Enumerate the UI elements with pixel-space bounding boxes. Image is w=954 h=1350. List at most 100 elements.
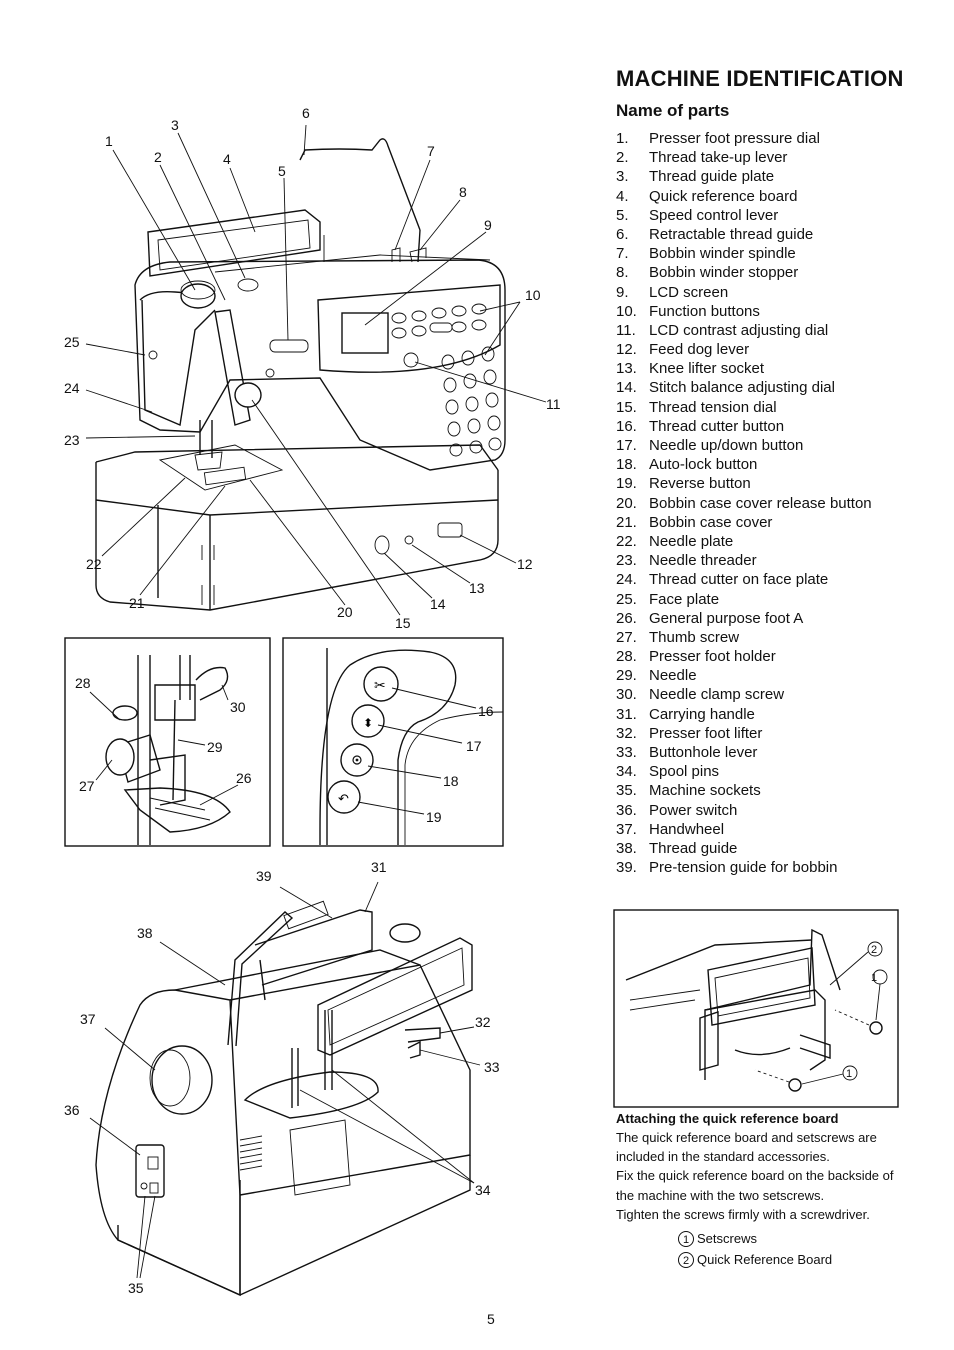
part-number: 15. (616, 398, 637, 416)
part-name: LCD contrast adjusting dial (649, 321, 829, 339)
part-number: 26. (616, 609, 637, 627)
part-item: 2.Thread take-up lever (616, 148, 872, 167)
part-name: Reverse button (649, 475, 751, 493)
note-line: Tighten the screws firmly with a screwdr… (616, 1206, 870, 1222)
part-name: LCD screen (649, 283, 729, 301)
part-item: 38. Thread guide (616, 839, 872, 858)
part-number: 9. (616, 283, 629, 301)
part-number: 14. (616, 379, 637, 397)
part-number: 20. (616, 494, 637, 512)
part-number: 29. (616, 667, 637, 685)
part-number: 24. (616, 571, 637, 589)
part-name: Thread tension dial (649, 398, 777, 416)
part-item: 8.Bobbin winder stopper (616, 263, 872, 282)
callout-2: 2 (154, 149, 162, 165)
legend-number: 1 (678, 1230, 694, 1247)
part-item: 29.Needle (616, 666, 872, 685)
part-item: 36. Power switch (616, 801, 872, 820)
callout-35: 35 (128, 1280, 144, 1296)
part-item: 31.Carrying handle (616, 705, 872, 724)
part-item: 4.Quick reference board (616, 187, 872, 206)
part-item: 32. Presser foot lifter (616, 724, 872, 743)
callout-9: 9 (484, 217, 492, 233)
part-item: 28. Presser foot holder (616, 647, 872, 666)
callout-27: 27 (79, 778, 95, 794)
callout-6: 6 (302, 105, 310, 121)
part-name: Pre-tension guide for bobbin (649, 859, 838, 877)
part-number: 28. (616, 648, 637, 666)
part-name: Presser foot lifter (649, 724, 763, 742)
part-name: Bobbin case cover release button (649, 494, 872, 512)
part-number: 7. (616, 245, 629, 263)
part-name: Bobbin case cover (649, 513, 773, 531)
part-name: Auto-lock button (649, 456, 758, 474)
part-item: 33.Buttonhole lever (616, 743, 872, 762)
part-number: 1. (616, 130, 629, 147)
part-name: Face plate (649, 590, 720, 608)
callout-5: 5 (278, 163, 286, 179)
part-name: Handwheel (649, 820, 725, 838)
callout-23: 23 (64, 432, 80, 448)
part-name: Quick reference board (649, 187, 798, 205)
callout-11: 11 (546, 396, 561, 412)
part-number: 21. (616, 513, 637, 531)
callout-32: 32 (475, 1014, 491, 1030)
callout-28: 28 (75, 675, 91, 691)
part-name: Knee lifter socket (649, 360, 765, 378)
part-number: 6. (616, 225, 629, 243)
part-name: Carrying handle (649, 705, 755, 723)
part-name: Speed control lever (649, 206, 779, 224)
part-name: General purpose foot A (649, 609, 804, 627)
part-name: Presser foot pressure dial (649, 130, 820, 147)
part-number: 12. (616, 341, 637, 359)
part-item: 26. General purpose foot A (616, 609, 872, 628)
part-item: 20. Bobbin case cover release button (616, 494, 872, 513)
callout-25: 25 (64, 334, 80, 350)
callout-15: 15 (395, 615, 411, 631)
note-heading: Attaching the quick reference board (616, 1111, 839, 1126)
part-number: 16. (616, 417, 637, 435)
part-number: 5. (616, 206, 629, 224)
part-number: 32. (616, 724, 637, 742)
part-number: 25. (616, 590, 637, 608)
part-number: 36. (616, 801, 637, 819)
note-body: The quick reference board and setscrews … (616, 1128, 924, 1224)
part-number: 11. (616, 321, 636, 339)
callout-13: 13 (469, 580, 485, 596)
callout-33: 33 (484, 1059, 500, 1075)
callout-29: 29 (207, 739, 223, 755)
callout-31: 31 (371, 859, 387, 875)
callout-4: 4 (223, 151, 231, 167)
callout-39: 39 (256, 868, 272, 884)
part-item: 17.Needle up/down button (616, 436, 872, 455)
note-line: The quick reference board and setscrews … (616, 1130, 877, 1145)
part-item: 5. Speed control lever (616, 206, 872, 225)
part-name: Thread guide (649, 839, 738, 857)
callout-14: 14 (430, 596, 446, 612)
svg-text:↶: ↶ (338, 792, 349, 807)
part-name: Power switch (649, 801, 738, 819)
part-number: 38. (616, 839, 637, 857)
part-item: 10.Function buttons (616, 302, 872, 321)
part-item: 7.Bobbin winder spindle (616, 244, 872, 263)
part-name: Presser foot holder (649, 648, 776, 666)
part-number: 3. (616, 168, 629, 186)
callout-inset-1a: 1 (871, 972, 878, 984)
part-item: 21. Bobbin case cover (616, 513, 872, 532)
front-view-drawing (85, 124, 547, 616)
legend-label: Quick Reference Board (697, 1252, 833, 1267)
part-name: Thread cutter button (649, 417, 785, 435)
callout-30: 30 (230, 699, 246, 715)
part-item: 37.Handwheel (616, 820, 872, 839)
part-item: 11. LCD contrast adjusting dial (616, 321, 872, 340)
part-item: 24.Thread cutter on face plate (616, 570, 872, 589)
legend-number: 2 (678, 1251, 694, 1268)
note-line: the machine with the two setscrews. (616, 1187, 825, 1203)
rear-view-drawing (89, 881, 481, 1297)
part-name: Needle up/down button (649, 437, 804, 454)
board-attach-inset-drawing (613, 909, 899, 1108)
part-item: 23.Needle threader (616, 551, 872, 570)
callout-1: 1 (105, 133, 113, 149)
